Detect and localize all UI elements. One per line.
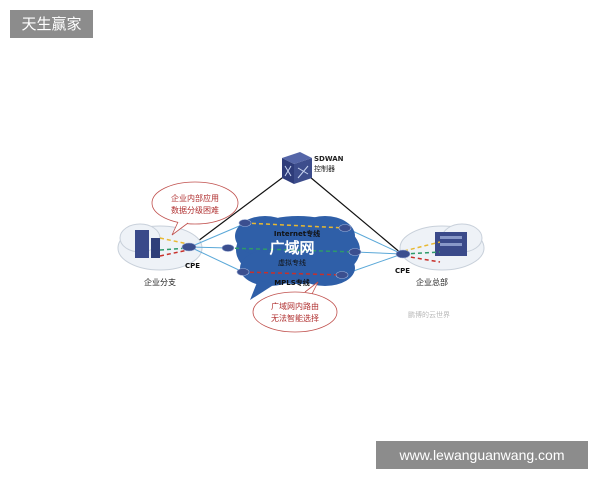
router-icon [238, 219, 252, 227]
callout-top: 企业内部应用 数据分级困难 [151, 181, 239, 236]
watermark-top-left: 天生赢家 [10, 10, 93, 38]
mpls-path [242, 271, 343, 276]
virtual-path [227, 247, 356, 253]
internet-path-branch [159, 237, 189, 245]
sdwan-controller-icon [282, 152, 312, 184]
callout-bottom: 广域网内路由 无法智能选择 [252, 281, 338, 333]
hq-label: 企业总部 [416, 277, 448, 287]
router-icon [335, 271, 349, 279]
controller-label-2: 控制器 [314, 164, 335, 173]
router-icon [348, 248, 362, 256]
callout-bottom-line1: 广域网内路由 [271, 301, 319, 311]
internet-path [244, 222, 346, 229]
mpls-label: MPLS专线 [274, 278, 310, 287]
link-controller-right [303, 171, 403, 255]
watermark-bottom-right: www.lewanguanwang.com [376, 441, 588, 469]
link-controller-left [189, 171, 291, 248]
router-icon [236, 268, 250, 276]
virtual-label: 虚拟专线 [278, 258, 306, 267]
hq-server-icon [435, 232, 467, 256]
controller-label-1: SDWAN [314, 155, 344, 163]
cpe-hq-label: CPE [395, 267, 410, 275]
cpe-hq-icon [395, 249, 411, 259]
cpe-branch-label: CPE [185, 262, 200, 270]
wan-title: 广域网 [269, 239, 314, 257]
callout-top-line2: 数据分级困难 [171, 205, 219, 215]
router-icon [221, 244, 235, 252]
branch-server-icon [135, 230, 160, 258]
callout-bottom-line2: 无法智能选择 [271, 313, 319, 323]
cpe-branch-icon [181, 242, 197, 252]
callout-top-line1: 企业内部应用 [171, 193, 219, 203]
internet-label: Internet专线 [274, 229, 320, 238]
branch-label: 企业分支 [144, 277, 176, 287]
router-icon [338, 224, 352, 232]
source-mark: 鹏博的云世界 [408, 310, 450, 319]
